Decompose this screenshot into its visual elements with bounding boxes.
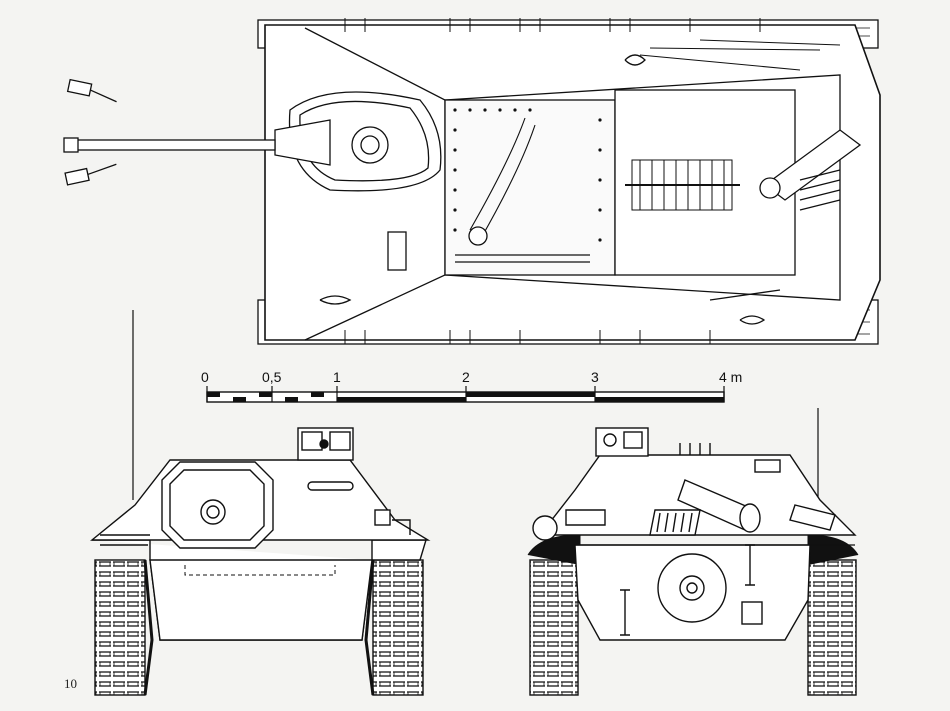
top-view-gun-barrel (74, 139, 276, 151)
scale-label-4m: 4 m (719, 369, 743, 385)
scale-bar (206, 386, 725, 403)
top-view-exhaust (763, 129, 862, 201)
scale-bar-ticks (206, 386, 725, 402)
top-view-deck-plate (444, 99, 616, 276)
rear-view-right-track (807, 559, 857, 696)
scale-label-0-5: 0,5 (262, 369, 282, 385)
rear-view-left-track (529, 559, 579, 696)
scale-label-2: 2 (462, 369, 470, 385)
scale-label-0: 0 (201, 369, 209, 385)
front-view-lower-hull (149, 559, 373, 641)
rear-view (527, 408, 859, 696)
front-view-right-track (372, 559, 424, 696)
page-number: 10 (64, 676, 77, 691)
scale-label-3: 3 (591, 369, 599, 385)
front-view-left-track (94, 559, 146, 696)
scale-label-1: 1 (333, 369, 341, 385)
scale-bar-fills (207, 392, 724, 402)
top-view (63, 18, 881, 345)
top-view-muzzle (63, 137, 79, 153)
engine-deck-grille (625, 159, 740, 211)
front-view (90, 310, 431, 696)
